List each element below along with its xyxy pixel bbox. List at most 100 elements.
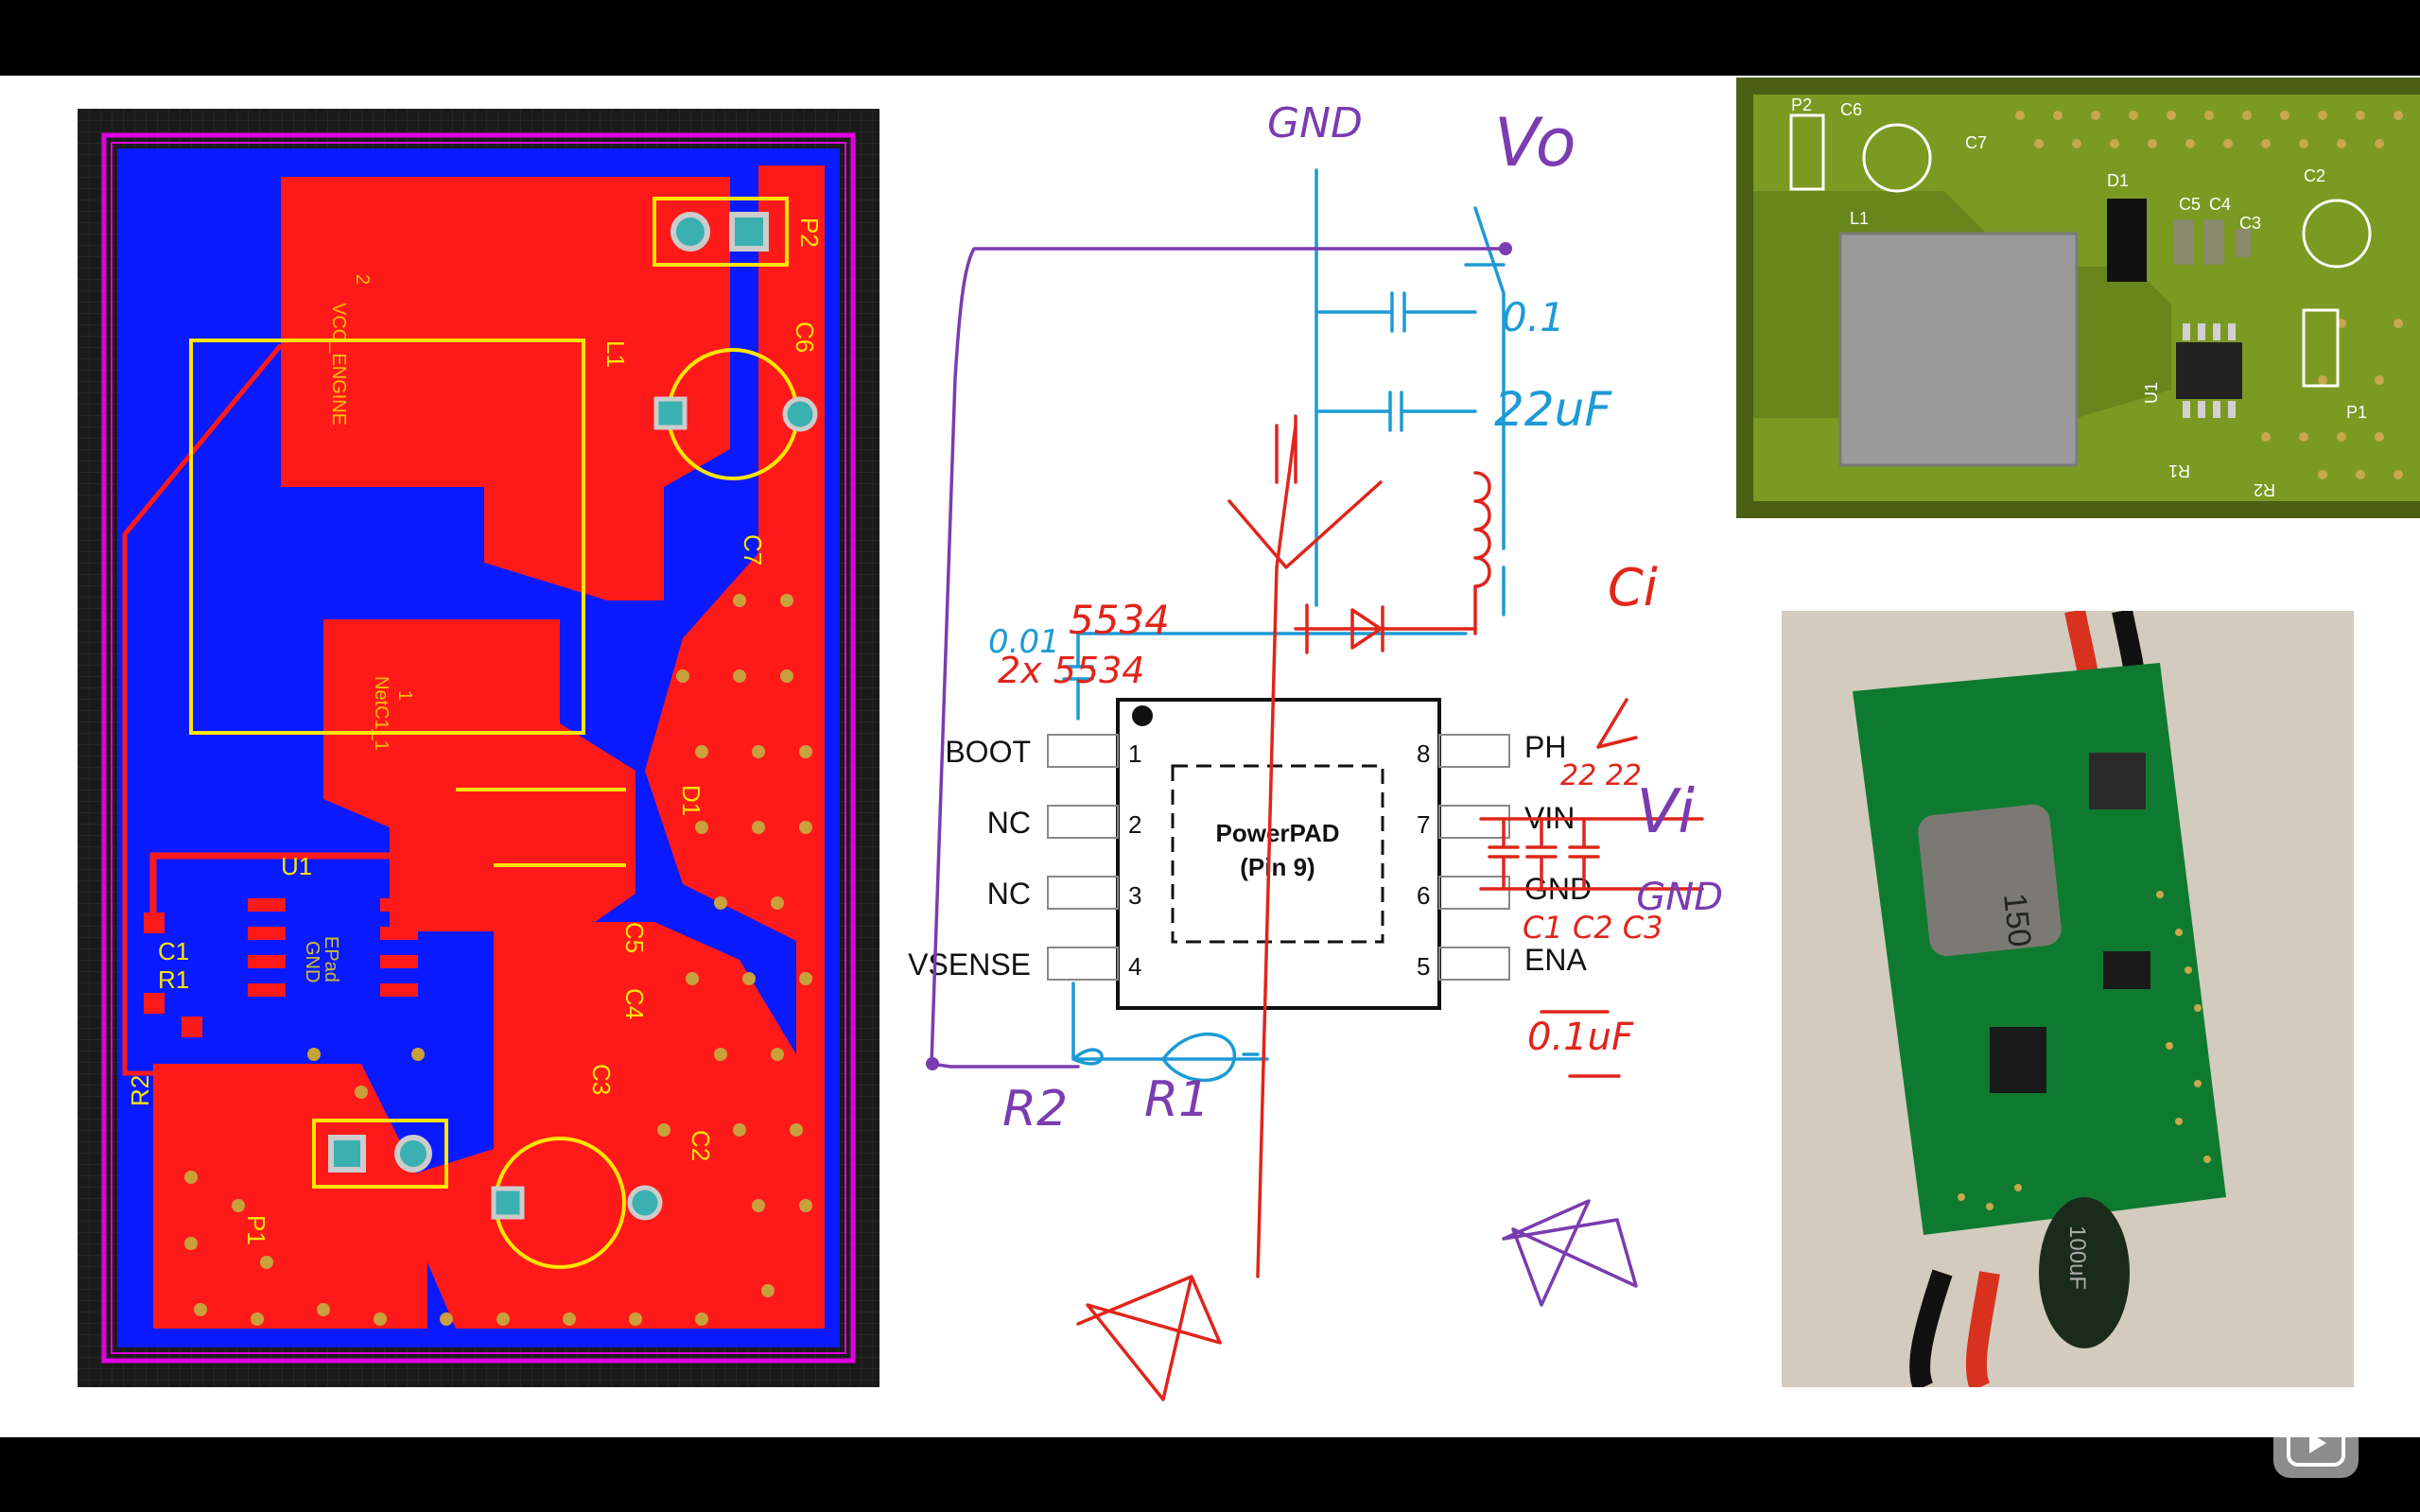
c6-pad-minus — [782, 396, 818, 432]
video-frame: P2 L1 C6 C7 D1 U1 C1 R1 R2 C5 C4 C3 C2 P… — [0, 76, 2420, 1478]
ic-pin1-dot — [1132, 705, 1153, 726]
p2-pad-2 — [729, 212, 769, 252]
board-outline-inner — [111, 142, 846, 1354]
p2-pad-1 — [670, 212, 710, 252]
pin-4-num: 4 — [1128, 952, 1141, 981]
silk-r1: R1 — [158, 965, 189, 994]
u1-pads — [144, 898, 418, 1037]
render-c6 — [1862, 123, 1932, 193]
silk-d1: D1 — [677, 785, 705, 816]
silk-c5: C5 — [620, 922, 649, 953]
pin-8-num: 8 — [1417, 739, 1430, 768]
photo-vias — [1958, 891, 2211, 1210]
vo-node — [1499, 242, 1512, 255]
silk-p1: P1 — [242, 1215, 270, 1245]
pin-2-num: 2 — [1128, 810, 1141, 839]
note-vi: Vi — [1636, 777, 1695, 847]
pin-5-num: 5 — [1417, 952, 1430, 981]
pin-7-num: 7 — [1417, 810, 1430, 839]
render-inductor — [1838, 232, 2079, 467]
render-label-c2: C2 — [2304, 166, 2325, 185]
pin-5-name: ENA — [1524, 943, 1587, 977]
pin-6-num: 6 — [1417, 881, 1430, 910]
pin-1-lead — [1047, 734, 1119, 768]
note-vo: Vo — [1494, 104, 1576, 182]
p1-pad-2 — [394, 1135, 432, 1173]
note-cap-22uf: 22uF — [1494, 382, 1612, 437]
pin-1-num: 1 — [1128, 739, 1141, 768]
net-vcc-name: VCC_ENGINE — [328, 303, 349, 426]
render-label-u1: U1 — [2142, 382, 2161, 404]
p1-pad-1 — [328, 1135, 366, 1173]
render-c5 — [2173, 219, 2194, 265]
star-sketch-red — [1076, 1275, 1222, 1401]
copper-gnd-left — [153, 1064, 427, 1329]
note-cap-01: 0.1 — [1502, 294, 1565, 340]
copper-vcc-engine — [281, 177, 730, 600]
c2-pad-minus — [627, 1185, 663, 1221]
net-c1-name: NetC1_1 — [371, 676, 392, 751]
render-diode — [2107, 199, 2147, 282]
silk-c3: C3 — [587, 1064, 616, 1095]
powerpad-outline — [1171, 764, 1384, 944]
photo-diode — [2103, 951, 2150, 989]
play-button[interactable] — [2273, 1408, 2359, 1478]
input-caps-sketch — [1479, 698, 1704, 1078]
render-label-c4: C4 — [2209, 195, 2231, 214]
silk-c7: C7 — [739, 534, 767, 565]
silk-c6: C6 — [791, 322, 819, 353]
photo-inductor — [1918, 804, 2062, 957]
p1-outline — [312, 1119, 448, 1189]
render-c2 — [2302, 199, 2372, 269]
note-diode-top: 5534 — [1069, 597, 1170, 643]
silk-l1: L1 — [601, 340, 630, 368]
render-label-c7: C7 — [1965, 133, 1987, 152]
note-ci: Ci — [1608, 558, 1658, 617]
net-epad: EPad — [321, 936, 341, 982]
pin-3-name: NC — [987, 877, 1031, 911]
photo-u1 — [1990, 1027, 2046, 1093]
note-r1: R1 — [1144, 1071, 1210, 1128]
note-cap-01uf: 0.1uF — [1527, 1016, 1634, 1059]
powerpad-pin-label: (Pin 9) — [1240, 853, 1314, 881]
silk-c2: C2 — [687, 1130, 715, 1161]
render-p2 — [1789, 113, 1825, 191]
play-icon — [2287, 1419, 2345, 1467]
pin-5-lead — [1438, 947, 1510, 981]
assembled-board-photo: 150 100uF — [1782, 611, 2354, 1387]
feedback-wire-sketch — [930, 247, 1507, 1069]
pin-6-lead — [1438, 876, 1510, 910]
photo-inductor-marking: 150 — [1996, 892, 2038, 948]
note-boot-cap: 0.01 — [988, 623, 1060, 661]
net-c1-num: 1 — [394, 690, 415, 701]
note-gnd-top: GND — [1267, 99, 1363, 148]
p2-outline — [653, 197, 789, 267]
silk-c4: C4 — [620, 988, 649, 1019]
pcb-layout-drawing: P2 L1 C6 C7 D1 U1 C1 R1 R2 C5 C4 C3 C2 P… — [78, 109, 879, 1387]
render-label-d1: D1 — [2107, 171, 2129, 190]
wire-black-bottom — [1909, 1269, 1953, 1387]
pcb-3d-drawing: P2 C6 C7 L1 D1 C5 C4 C3 C2 U1 R1 R2 P1 — [1736, 78, 2420, 518]
star-sketch-purple — [1502, 1199, 1638, 1307]
note-caps-c: C1 C2 C3 — [1523, 910, 1663, 946]
gnd-return-sketch — [1256, 424, 1297, 1278]
render-label-r2: R2 — [2254, 480, 2275, 499]
copper-c3c4c5 — [531, 960, 607, 1225]
feedback-node — [926, 1057, 939, 1070]
schematic-drawing: PowerPAD (Pin 9) 1 2 3 4 BOOT NC NC VSEN… — [908, 99, 1723, 1401]
photo-cap-bottom — [2039, 1197, 2130, 1348]
pin-4-name: VSENSE — [908, 947, 1031, 982]
pin-3-lead — [1047, 876, 1119, 910]
render-p1 — [2302, 308, 2340, 388]
schematic-whiteboard: PowerPAD (Pin 9) 1 2 3 4 BOOT NC NC VSEN… — [879, 76, 1731, 1437]
arrow-sketch — [1227, 480, 1383, 569]
pin-2-name: NC — [987, 806, 1031, 840]
board-outline — [101, 132, 856, 1364]
silk-u1: U1 — [281, 852, 312, 880]
net-vcc-num: 2 — [352, 274, 373, 285]
note-ph-cap: 22 22 — [1560, 759, 1642, 792]
render-label-l1: L1 — [1850, 209, 1869, 228]
note-gnd-right: GND — [1636, 876, 1723, 919]
render-label-c5: C5 — [2179, 195, 2201, 214]
silk-c1: C1 — [158, 937, 189, 965]
